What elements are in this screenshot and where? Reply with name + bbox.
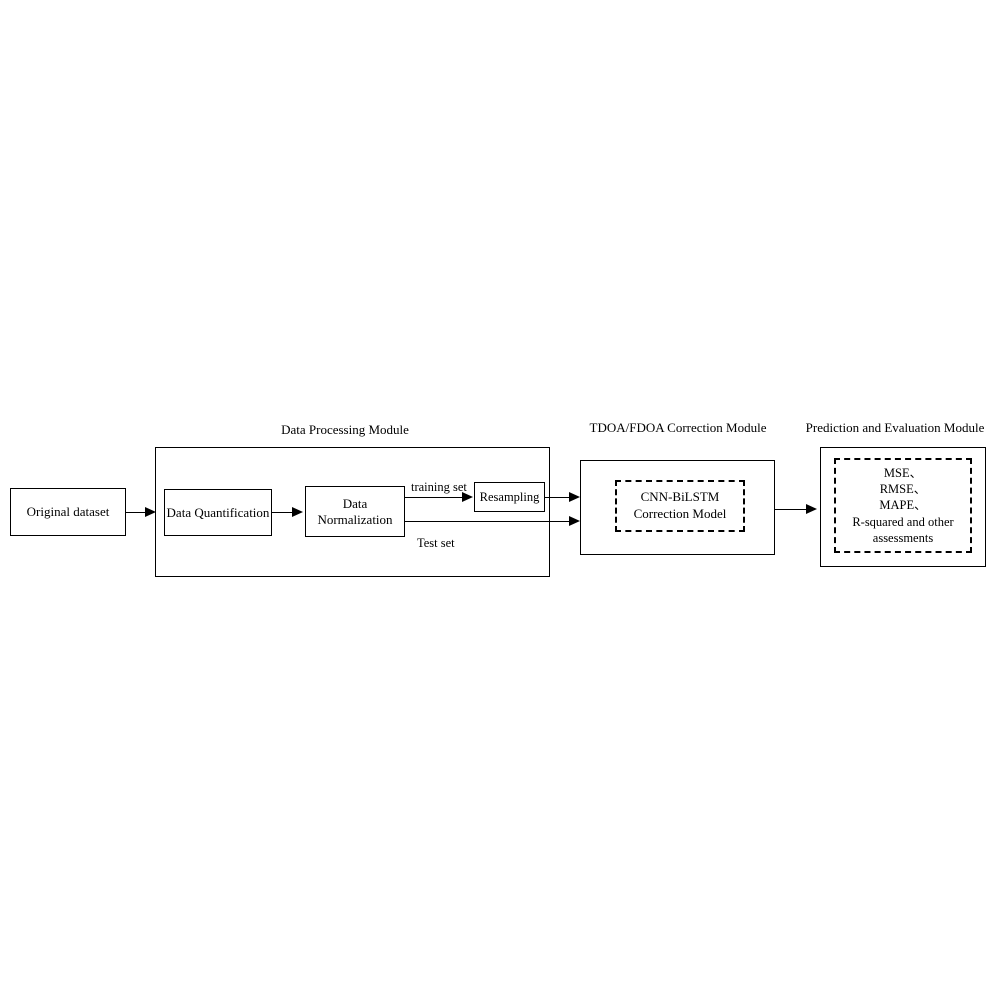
node-data-normalization-line1: Data — [342, 496, 368, 512]
arrow-resampling-to-tdoa-line — [545, 497, 573, 498]
metrics-line-assessments: assessments — [872, 530, 934, 545]
module-title-tdoa-fdoa: TDOA/FDOA Correction Module — [589, 420, 767, 435]
node-data-normalization-line2: Normalization — [317, 511, 393, 527]
arrow-test-set-line — [405, 521, 573, 522]
arrow-tdoa-to-prediction-head — [806, 504, 817, 514]
arrow-original-to-processing-head — [145, 507, 156, 517]
module-container-prediction-evaluation — [820, 447, 986, 567]
module-container-data-processing — [155, 447, 550, 577]
arrow-test-set-head — [569, 516, 580, 526]
arrow-tdoa-to-prediction-line — [775, 509, 809, 510]
node-original-dataset[interactable]: Original dataset — [10, 488, 126, 536]
metrics-line-rsquared: R-squared and other — [852, 514, 954, 529]
arrow-quantification-to-normalization-head — [292, 507, 303, 517]
metrics-line-mape: MAPE、 — [879, 498, 927, 513]
arrow-resampling-to-tdoa-head — [569, 492, 580, 502]
node-cnn-bilstm-line2: Correction Model — [633, 506, 727, 521]
node-data-quantification[interactable]: Data Quantification — [164, 489, 272, 536]
node-evaluation-metrics[interactable]: MSE、 RMSE、 MAPE、 R-squared and other ass… — [834, 458, 972, 553]
edge-label-test-set: Test set — [417, 536, 455, 550]
edge-label-training-set: training set — [411, 480, 467, 494]
arrow-quantification-to-normalization-line — [272, 512, 294, 513]
arrow-training-set-head — [462, 492, 473, 502]
node-cnn-bilstm-correction-model[interactable]: CNN-BiLSTM Correction Model — [615, 480, 745, 532]
node-resampling[interactable]: Resampling — [474, 482, 545, 512]
module-title-data-processing: Data Processing Module — [281, 422, 409, 437]
module-container-tdoa-fdoa — [580, 460, 775, 555]
node-data-normalization[interactable]: Data Normalization — [305, 486, 405, 537]
metrics-line-rmse: RMSE、 — [879, 482, 927, 497]
metrics-line-mse: MSE、 — [883, 465, 923, 480]
node-cnn-bilstm-line1: CNN-BiLSTM — [640, 489, 720, 505]
module-title-prediction-evaluation: Prediction and Evaluation Module — [805, 420, 985, 435]
arrow-training-set-line — [405, 497, 465, 498]
arrow-original-to-processing-line — [126, 512, 148, 513]
